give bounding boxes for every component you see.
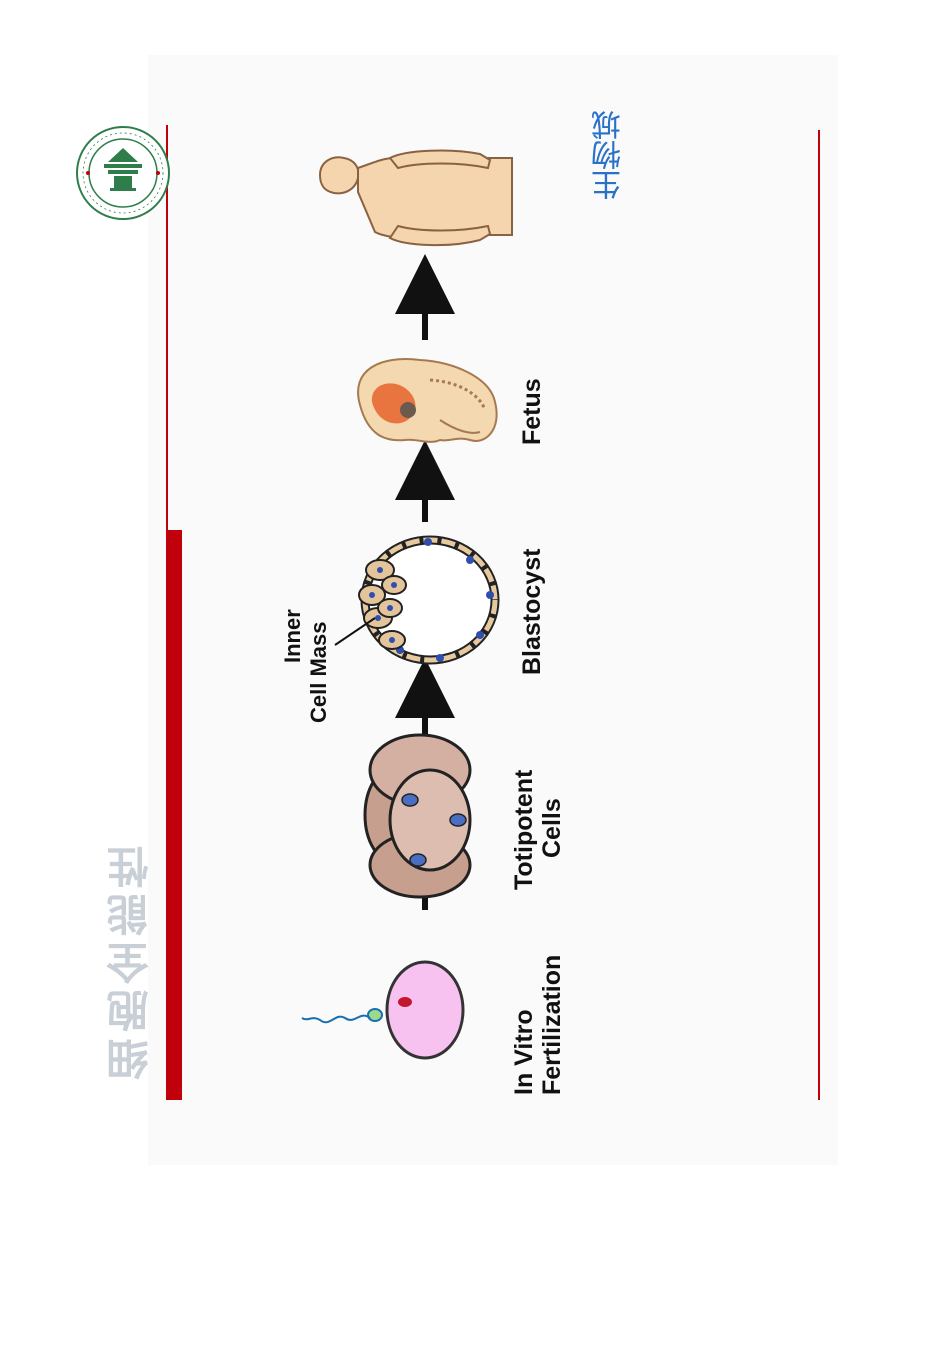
fertilized-egg-illustration	[301, 960, 465, 1060]
stage-label-fetus: Fetus	[518, 378, 546, 445]
blastocyst-illustration	[334, 535, 500, 665]
stage-label-fertilization: In Vitro Fertilization	[510, 955, 566, 1095]
stage-label-totipotent-line1: Totipotent	[510, 769, 538, 890]
inner-cell-mass-label-line2: Cell Mass	[306, 621, 331, 724]
development-diagram: In Vitro Fertilization Totipotent Cells …	[280, 140, 600, 1100]
totipotent-cells-illustration	[363, 733, 472, 899]
stage-label-blastocyst: Blastocyst	[518, 549, 546, 675]
university-logo	[74, 124, 172, 222]
fetus-illustration	[357, 358, 498, 443]
slide-title: 细胞全能性	[106, 840, 155, 1080]
stage-label-fetus-line1: Fetus	[518, 378, 546, 445]
adult-human-illustration	[318, 149, 513, 247]
inner-cell-mass-label: Inner Cell Mass	[280, 609, 332, 723]
title-accent-bar	[166, 530, 182, 1100]
inner-cell-mass-label-line1: Inner	[280, 609, 305, 663]
stage-label-blastocyst-line1: Blastocyst	[518, 548, 546, 675]
stage-label-fertilization-line1: In Vitro	[510, 1009, 538, 1095]
stage-label-fertilization-line2: Fertilization	[538, 954, 566, 1095]
university-seal-icon	[76, 126, 170, 220]
slide-title-container: 细胞全能性	[100, 840, 160, 1090]
diagram-illustration	[301, 149, 513, 1060]
stage-label-totipotent: Totipotent Cells	[510, 770, 566, 890]
bottom-divider-line	[818, 130, 820, 1100]
stage-label-totipotent-line2: Cells	[538, 798, 566, 858]
inner-cell-mass-pointer	[334, 617, 376, 646]
